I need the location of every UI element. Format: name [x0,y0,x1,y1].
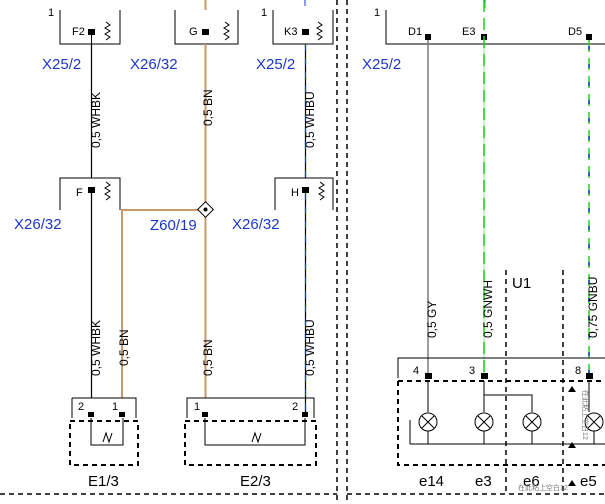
col1-conn-mid-label: X26/32 [14,216,62,233]
col3-wire-bottom: 0,5 WHBU [303,319,317,376]
right-pin-top: 1 [374,7,380,19]
col3-conn-mid-label: X26/32 [232,216,280,233]
col3-pin-top: 1 [261,7,267,19]
right-conn-label: X25/2 [362,56,401,73]
lamp-e5-icon [584,412,604,432]
right-pin8: 8 [575,365,581,377]
col1-pin-top: 1 [48,7,54,19]
col1-conn-top: F2 [72,26,85,38]
col2-pin-right: 2 [292,401,298,413]
lamp-e3-icon [474,412,494,432]
right-pin-d5: D5 [568,26,582,38]
right-wire-gnbu: 0,75 GNBU [586,277,600,338]
col3-conn-mid: H [291,187,299,199]
col1-pin-right: 1 [112,401,118,413]
col2-conn-top: G [189,26,198,38]
column-2: G X26/32 0,5 BN Z60/19 0,5 BN 1 2 E2/3 [130,0,317,490]
right-lamp-e5: e5 [580,473,597,490]
col1-bulb-filament-icon [102,431,113,444]
col2-splice-label: Z60/19 [150,217,197,234]
right-pin4: 4 [413,365,419,377]
col2-wire-bottom: 0,5 BN [201,339,215,376]
col1-pin-left: 2 [78,401,84,413]
column-3: 1 K3 X25/2 0,5 WHBU H X26/32 0,5 WHBU [232,0,334,412]
lamp-e6-icon [522,412,542,432]
col2-conn-top-spring-icon [223,21,230,41]
column-1: 1 F2 X25/2 0,5 WHBK F X26/32 0,5 WHBK 0,… [14,7,205,490]
right-section: 1 D1 E3 D5 X25/2 0,5 GY 0,5 GNWH 0,75 GN… [362,0,605,494]
right-wire-gy: 0,5 GY [425,301,439,338]
right-wire-gnwh: 0,5 GNWH [481,280,495,338]
col3-conn-top-spring-icon [316,21,323,41]
col3-conn-top: K3 [284,26,297,38]
col2-conn-top-label: X26/32 [130,56,178,73]
col1-conn-top-label: X25/2 [42,56,81,73]
right-note-side: 在此粘上空白12 [581,390,590,440]
col2-bulb-filament-icon [251,431,262,444]
col1-component: E1/3 [88,473,119,490]
right-lamp-e14: e14 [419,473,444,490]
right-note-bottom: 在此粘上空白12 [518,483,568,492]
col1-conn-mid-spring-icon [104,181,111,201]
col1-wire-top: 0,5 WHBK [89,92,103,148]
right-pin3: 3 [469,365,475,377]
col1-conn-top-spring-icon [104,21,111,41]
right-lamp-e3: e3 [475,473,492,490]
col3-wire-top: 0,5 WHBU [303,91,317,148]
right-pin-e3: E3 [462,26,475,38]
right-pin-d1: D1 [408,26,422,38]
col2-wire-top: 0,5 BN [201,89,215,126]
col2-pin-left: 1 [194,401,200,413]
lamp-e14-icon [418,412,438,432]
col3-conn-top-label: X25/2 [256,56,295,73]
col3-conn-mid-spring-icon [318,181,325,201]
right-lamp-e6: e6 [523,473,540,490]
col1-conn-mid: F [76,187,83,199]
col2-component: E2/3 [240,473,271,490]
col1-wire-left: 0,5 WHBK [89,320,103,376]
right-module: U1 [512,275,531,292]
col1-wire-right: 0,5 BN [117,329,131,366]
